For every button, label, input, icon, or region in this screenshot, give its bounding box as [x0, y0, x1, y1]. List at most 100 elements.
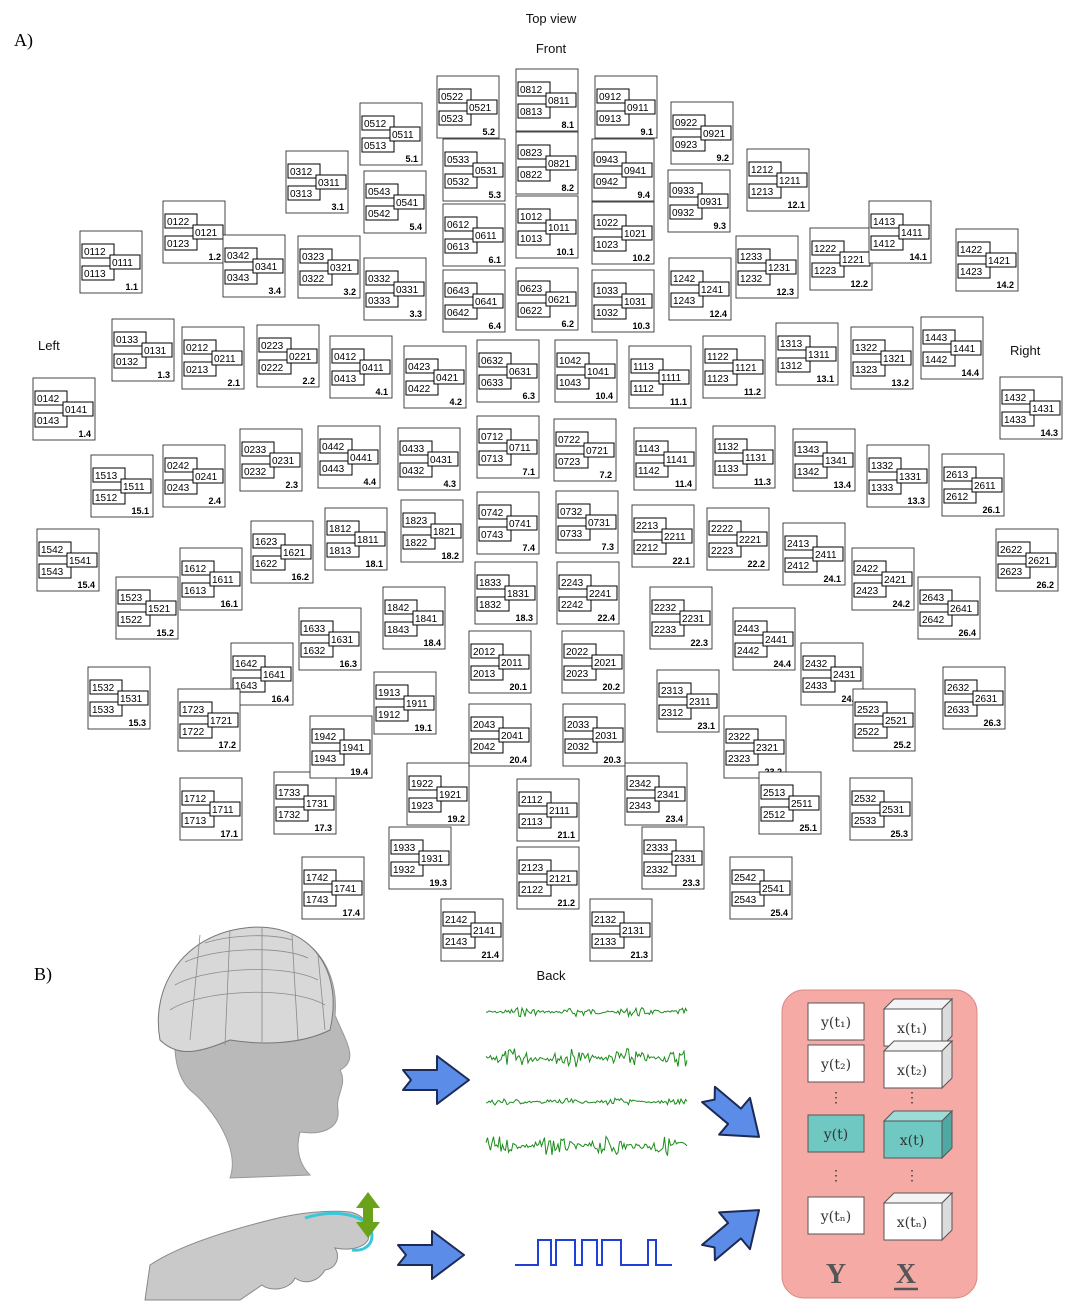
y-cell: [807, 1114, 865, 1153]
sensor-number: 8.2: [561, 183, 574, 193]
channel-box: [164, 479, 198, 495]
channel-box: [546, 802, 578, 818]
channel-label: 2432: [805, 659, 828, 670]
channel-box: [141, 342, 173, 358]
channel-label: 0131: [144, 346, 167, 357]
channel-label: 1642: [235, 659, 258, 670]
channel-box: [260, 666, 292, 682]
sensor-number: 20.3: [603, 755, 621, 765]
channel-box: [517, 166, 551, 182]
channel-label: 0622: [520, 306, 543, 317]
channel-box: [811, 240, 845, 256]
channel-box: [476, 574, 510, 590]
channel-label: 1442: [925, 355, 948, 366]
channel-label: 0533: [447, 155, 470, 166]
channel-box: [442, 911, 476, 927]
back-label: Back: [537, 968, 566, 983]
channel-label: 0931: [700, 197, 723, 208]
sensor-number: 10.2: [632, 253, 650, 263]
channel-box: [444, 173, 478, 189]
channel-box: [624, 99, 656, 115]
channel-label: 0441: [350, 453, 373, 464]
channel-box: [972, 690, 1004, 706]
arrow-right-icon: [402, 1055, 470, 1105]
channel-label: 1331: [899, 472, 922, 483]
channel-box: [564, 738, 598, 754]
channel-label: 1431: [1032, 404, 1055, 415]
hand-icon: [144, 1210, 374, 1301]
channel-box: [164, 213, 198, 229]
channel-box: [651, 599, 685, 615]
channel-box: [635, 440, 669, 456]
x-cube-label: x(tₙ): [897, 1215, 928, 1231]
channel-label: 1433: [1004, 415, 1027, 426]
sensor-number: 5.4: [409, 222, 422, 232]
channel-label: 0333: [368, 296, 391, 307]
channel-box: [470, 665, 504, 681]
channel-label: 2212: [636, 543, 659, 554]
channel-label: 1043: [559, 378, 582, 389]
channel-label: 2112: [521, 795, 543, 806]
channel-box: [408, 775, 442, 791]
matrix-ellipsis: ⋮: [829, 1090, 843, 1106]
channel-label: 0133: [116, 335, 139, 346]
channel-box: [788, 795, 820, 811]
channel-label: 0721: [586, 446, 609, 457]
channel-label: 2042: [473, 742, 496, 753]
channel-label: 1411: [901, 228, 923, 239]
channel-label: 2422: [856, 564, 879, 575]
channel-label: 1732: [278, 810, 301, 821]
channel-box: [300, 642, 334, 658]
channel-box: [784, 557, 818, 573]
channel-label: 2433: [805, 681, 828, 692]
sensor-number: 17.4: [342, 908, 360, 918]
channel-label: 0811: [548, 96, 570, 107]
channel-label: 1023: [596, 240, 619, 251]
channel-label: 1812: [329, 524, 352, 535]
channel-box: [811, 262, 845, 278]
channel-label: 0541: [396, 198, 419, 209]
channel-label: 2023: [566, 669, 589, 680]
channel-label: 0812: [520, 85, 543, 96]
channel-box: [207, 712, 239, 728]
arrow-right-icon: [397, 1230, 465, 1280]
channel-box: [339, 739, 371, 755]
channel-box: [686, 693, 718, 709]
channel-box: [232, 677, 266, 693]
sensor-number: 24.3: [841, 694, 859, 704]
channel-box: [670, 270, 704, 286]
sensor-number: 9.3: [713, 221, 726, 231]
channel-label: 1913: [378, 688, 401, 699]
arrow-right-icon: [701, 1085, 761, 1138]
channel-box: [584, 363, 616, 379]
channel-label: 1342: [797, 467, 820, 478]
channel-box: [224, 269, 258, 285]
channel-box: [375, 684, 409, 700]
channel-label: 1532: [92, 683, 115, 694]
channel-box: [545, 92, 577, 108]
channel-box: [444, 282, 478, 298]
meg-signal-trace-icon: [485, 1097, 688, 1106]
channel-box: [470, 738, 504, 754]
channel-box: [765, 259, 797, 275]
channel-label: 0722: [558, 435, 581, 446]
channel-label: 1121: [735, 363, 757, 374]
channel-label: 1822: [405, 538, 428, 549]
channel-label: 2122: [521, 885, 544, 896]
x-cube: [882, 1109, 954, 1160]
channel-box: [498, 727, 530, 743]
channel-label: 0243: [167, 483, 190, 494]
channel-label: 1622: [255, 559, 278, 570]
channel-box: [517, 144, 551, 160]
channel-label: 1722: [182, 727, 205, 738]
